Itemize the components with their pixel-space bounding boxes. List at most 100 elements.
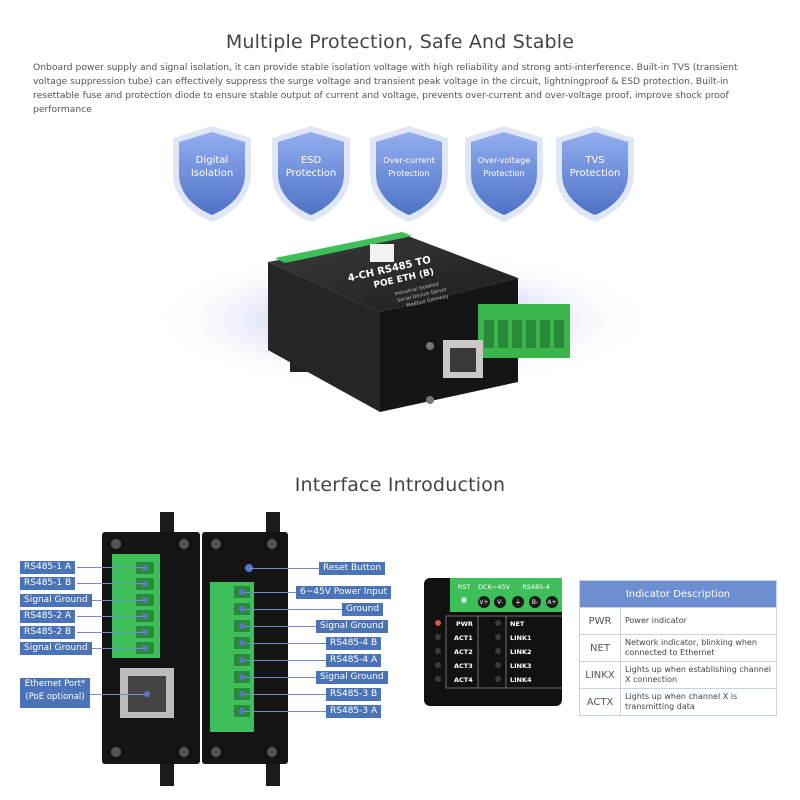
leader-line bbox=[244, 643, 326, 644]
led-pwr bbox=[435, 620, 441, 626]
leader-line bbox=[244, 609, 342, 610]
device-right-side-view bbox=[202, 512, 288, 786]
leader-line bbox=[244, 677, 316, 678]
shield-line2: Protection bbox=[569, 168, 621, 179]
indicator-code: ACTX bbox=[579, 688, 621, 716]
ethernet-label-line1: Ethernet Port* bbox=[24, 679, 86, 689]
label-power-input: 6~45V Power Input bbox=[296, 586, 392, 599]
leader-line bbox=[77, 567, 145, 568]
indicator-desc: Network indicator, blinking when connect… bbox=[620, 634, 777, 662]
leader-line bbox=[244, 694, 326, 695]
shield-line2: Protection bbox=[388, 168, 430, 178]
indicator-code: PWR bbox=[579, 607, 621, 635]
panel-led-label: LINK2 bbox=[510, 648, 532, 656]
table-row: NET Network indicator, blinking when con… bbox=[579, 634, 777, 662]
shield-icon bbox=[272, 126, 350, 222]
label-rs485-2-b: RS485-2 B bbox=[20, 626, 76, 639]
device-left-side-view bbox=[102, 512, 200, 786]
protection-description: Onboard power supply and signal isolatio… bbox=[33, 62, 738, 115]
leader-line bbox=[244, 626, 316, 627]
indicator-panel-closeup: RST DC6~45V RS485-4 V+ V- ⏚ B- A+ PWR NE… bbox=[424, 578, 562, 706]
table-row: LINKX Lights up when establishing channe… bbox=[579, 661, 777, 689]
indicator-desc: Lights up when channel X is transmitting… bbox=[620, 688, 777, 716]
shield-line1: TVS bbox=[585, 155, 605, 166]
label-rs485-3-b: RS485-3 B bbox=[326, 688, 382, 701]
table-row: PWR Power indicator bbox=[579, 607, 777, 635]
shield-icon bbox=[173, 126, 251, 222]
shield-line1: Digital bbox=[195, 155, 229, 166]
panel-led-label: PWR bbox=[456, 620, 473, 628]
shield-line2: Protection bbox=[483, 168, 525, 178]
device-top bbox=[268, 236, 518, 312]
label-rs485-4-a: RS485-4 A bbox=[326, 654, 382, 667]
leader-line bbox=[244, 660, 326, 661]
terminal-block-top bbox=[275, 232, 412, 263]
reset-button bbox=[245, 564, 253, 572]
ethernet-label-line2: (PoE optional) bbox=[25, 692, 85, 702]
shield-line1: Over-voltage bbox=[477, 155, 531, 165]
device-side bbox=[268, 262, 380, 412]
panel-led-label: ACT2 bbox=[454, 648, 473, 656]
indicator-code: LINKX bbox=[579, 661, 621, 689]
label-rs485-2-a: RS485-2 A bbox=[20, 610, 76, 623]
panel-led-label: LINK1 bbox=[510, 634, 532, 642]
leader-line bbox=[244, 711, 326, 712]
table-header-row: Indicator Description bbox=[579, 580, 777, 608]
pin-label: A+ bbox=[547, 599, 556, 606]
protection-title: Multiple Protection, Safe And Stable bbox=[225, 31, 575, 53]
shield-icon bbox=[370, 126, 448, 222]
indicator-desc: Lights up when establishing channel X co… bbox=[620, 661, 777, 689]
label-rs485-4-b: RS485-4 B bbox=[326, 637, 382, 650]
label-signal-ground-1: Signal Ground bbox=[20, 594, 92, 607]
panel-led-label: ACT3 bbox=[454, 662, 473, 670]
panel-led-label: LINK4 bbox=[510, 676, 532, 684]
indicator-code: NET bbox=[579, 634, 621, 662]
interface-title: Interface Introduction bbox=[294, 474, 506, 496]
panel-terminal bbox=[450, 578, 562, 612]
shield-line1: Over-current bbox=[383, 155, 435, 165]
indicator-desc: Power indicator bbox=[620, 607, 777, 635]
indicator-table: Indicator Description PWR Power indicato… bbox=[579, 580, 777, 716]
pin-label: ⏚ bbox=[515, 599, 521, 606]
pin-label: V- bbox=[497, 599, 503, 606]
label-signal-ground-4: Signal Ground bbox=[316, 671, 388, 684]
leader-line bbox=[77, 616, 145, 617]
shield-icon bbox=[556, 126, 634, 222]
leader-line bbox=[77, 583, 145, 584]
indicator-table-header: Indicator Description bbox=[579, 580, 777, 608]
label-ethernet-port: Ethernet Port* (PoE optional) bbox=[20, 678, 90, 708]
label-signal-ground-2: Signal Ground bbox=[20, 642, 92, 655]
shield-esd-protection: ESD Protection bbox=[268, 124, 354, 224]
label-rs485-3-a: RS485-3 A bbox=[326, 705, 382, 718]
device-image: 4-CH RS485 TO POE ETH (B) Industrial Iso… bbox=[152, 232, 652, 412]
shield-line2: Protection bbox=[285, 168, 337, 179]
label-ground: Ground bbox=[342, 603, 384, 616]
panel-led-label: LINK3 bbox=[510, 662, 532, 670]
panel-rs485-label: RS485-4 bbox=[522, 583, 550, 591]
table-row: ACTX Lights up when channel X is transmi… bbox=[579, 688, 777, 716]
shield-icon bbox=[465, 126, 543, 222]
panel-dc-label: DC6~45V bbox=[478, 583, 510, 591]
panel-led-label: NET bbox=[510, 620, 525, 628]
pin-label: V+ bbox=[479, 599, 488, 606]
label-rs485-1-b: RS485-1 B bbox=[20, 577, 76, 590]
leader-line bbox=[77, 632, 145, 633]
pin-label: B- bbox=[532, 599, 538, 606]
leader-line bbox=[90, 648, 145, 649]
leader-line bbox=[90, 600, 145, 601]
label-reset-button: Reset Button bbox=[319, 562, 386, 575]
shield-line1: ESD bbox=[300, 155, 322, 166]
label-signal-ground-3: Signal Ground bbox=[316, 620, 388, 633]
leader-line bbox=[250, 568, 320, 569]
shield-tvs-protection: TVS Protection bbox=[552, 124, 638, 224]
panel-led-label: ACT1 bbox=[454, 634, 473, 642]
panel-led-label: ACT4 bbox=[454, 676, 473, 684]
panel-rst: RST bbox=[458, 583, 471, 591]
brand-logo bbox=[370, 244, 394, 262]
shield-line2: Isolation bbox=[190, 168, 234, 179]
leader-line bbox=[244, 592, 296, 593]
leader-line bbox=[90, 694, 145, 695]
